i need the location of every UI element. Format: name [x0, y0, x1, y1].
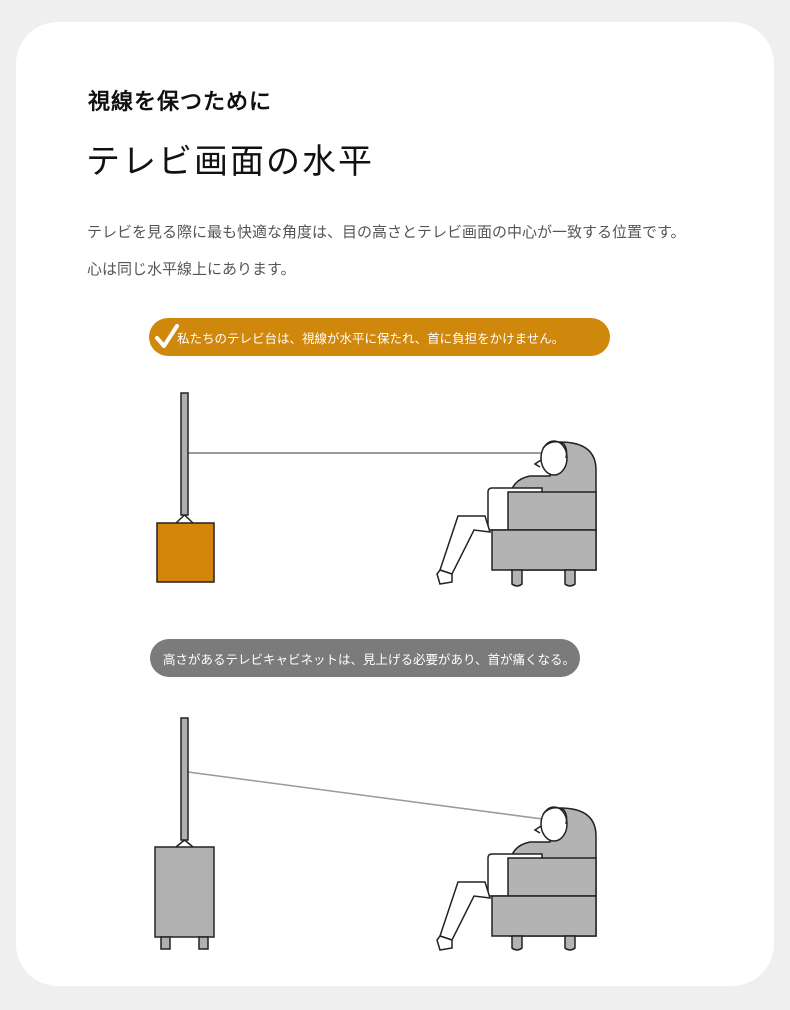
description-line-1: テレビを見る際に最も快適な角度は、目の高さとテレビ画面の中心が一致する位置です。 [87, 223, 686, 241]
good-scene-illustration [156, 392, 597, 587]
bad-example-label: 高さがあるテレビキャビネットは、見上げる必要があり、首が痛くなる。 [150, 639, 580, 677]
tv-stand-low [156, 522, 215, 583]
eye-level-line-angled [187, 771, 551, 821]
bad-example-text: 高さがあるテレビキャビネットは、見上げる必要があり、首が痛くなる。 [163, 651, 576, 667]
description-line-2: 心は同じ水平線上にあります。 [87, 260, 296, 278]
bad-scene-illustration [154, 717, 597, 951]
section-subtitle: 視線を保つために [88, 90, 273, 115]
tv-screen [180, 392, 189, 516]
tv-cabinet-tall [154, 846, 215, 938]
tv-screen-high [180, 717, 189, 841]
content-card [16, 22, 774, 986]
seated-person-looking-up [436, 806, 597, 951]
good-example-text: 私たちのテレビ台は、視線が水平に保たれ、首に負担をかけません。 [177, 330, 565, 346]
section-title: テレビ画面の水平 [86, 142, 374, 182]
description: テレビを見る際に最も快適な角度は、目の高さとテレビ画面の中心が一致する位置です。… [87, 214, 777, 288]
check-icon [155, 324, 179, 348]
good-example-label: 私たちのテレビ台は、視線が水平に保たれ、首に負担をかけません。 [149, 318, 610, 356]
seated-person [436, 440, 597, 587]
